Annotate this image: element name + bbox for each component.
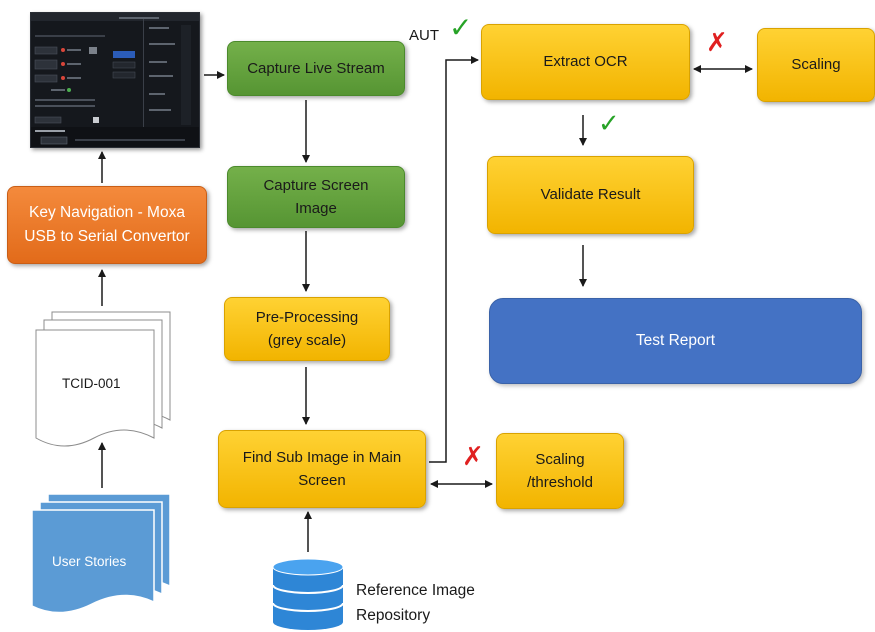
find-sub-image-box: Find Sub Image in Main Screen [218, 430, 426, 508]
pre-processing-box: Pre-Processing (grey scale) [224, 297, 390, 361]
capture-screen-image-box: Capture Screen Image [227, 166, 405, 228]
user-stories-label: User Stories [52, 554, 127, 569]
aut-label: AUT [409, 27, 439, 44]
aut-check-icon: ✓ [449, 11, 473, 44]
ocr-validate-check-icon: ✓ [598, 109, 620, 139]
scaling-threshold-box: Scaling /threshold [496, 433, 624, 509]
tcid-document-icon [35, 311, 171, 447]
tcid-label: TCID-001 [62, 376, 121, 391]
capture-live-stream-box: Capture Live Stream [227, 41, 405, 96]
reference-repository-label: Reference Image Repository [356, 582, 475, 624]
arrow-find-to-ocr [429, 56, 479, 463]
scaling-box: Scaling [757, 28, 875, 102]
test-report-box: Test Report [489, 298, 862, 384]
validate-result-box: Validate Result [487, 156, 694, 234]
database-icon [272, 558, 344, 630]
find-scaling-cross-icon: ✗ [462, 442, 484, 472]
ocr-scaling-cross-icon: ✗ [706, 28, 728, 58]
extract-ocr-box: Extract OCR [481, 24, 690, 100]
user-stories-document-icon [31, 493, 171, 614]
device-screenshot [30, 12, 200, 148]
key-navigation-box: Key Navigation - Moxa USB to Serial Conv… [7, 186, 207, 264]
